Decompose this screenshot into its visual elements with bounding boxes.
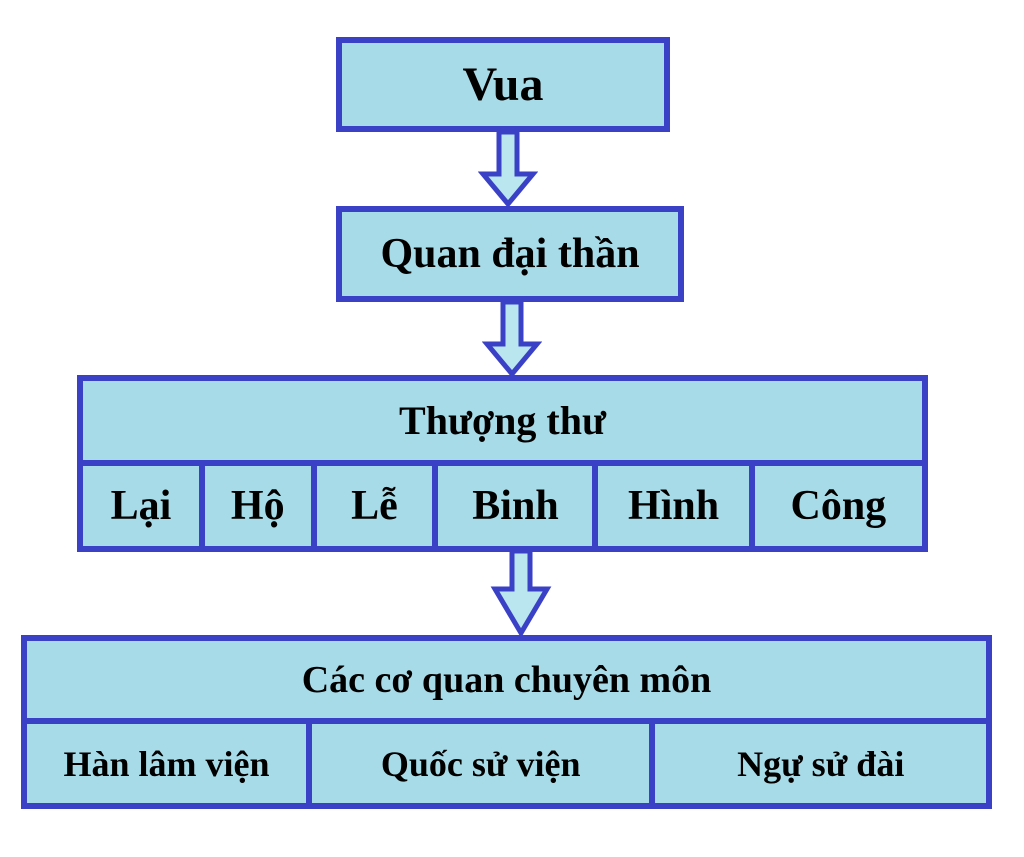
- cell-lai-label: Lại: [110, 483, 172, 529]
- cell-han-lam-vien-label: Hàn lâm viện: [63, 743, 270, 784]
- header-co-quan-chuyen-mon-label: Các cơ quan chuyên môn: [301, 658, 712, 701]
- node-quan-dai-than: Quan đại thần: [336, 206, 684, 302]
- cell-ho-label: Hộ: [230, 483, 285, 529]
- table-thuong-thu: Thượng thư Lại Hộ Lễ Binh Hình Công: [77, 375, 928, 552]
- node-vua: Vua: [336, 37, 670, 132]
- cell-binh-label: Binh: [472, 483, 559, 529]
- header-co-quan-chuyen-mon: Các cơ quan chuyên môn: [27, 641, 986, 724]
- table-co-quan-chuyen-mon: Các cơ quan chuyên môn Hàn lâm viện Quốc…: [21, 635, 992, 809]
- node-vua-label: Vua: [462, 58, 544, 111]
- cell-ngu-su-dai-label: Ngự sử đài: [737, 743, 905, 784]
- cell-han-lam-vien: Hàn lâm viện: [27, 724, 312, 803]
- cell-cong-label: Công: [790, 483, 887, 529]
- cell-lai: Lại: [83, 466, 205, 546]
- cell-cong: Công: [755, 466, 922, 546]
- down-arrow-icon: [490, 549, 552, 637]
- down-arrow-icon: [482, 300, 542, 378]
- cell-ngu-su-dai: Ngự sử đài: [655, 724, 986, 803]
- node-quan-dai-than-label: Quan đại thần: [380, 231, 640, 277]
- cell-quoc-su-vien-label: Quốc sử viện: [380, 743, 581, 784]
- agencies-row: Hàn lâm viện Quốc sử viện Ngự sử đài: [27, 724, 986, 803]
- down-arrow-icon: [478, 130, 538, 208]
- cell-quoc-su-vien: Quốc sử viện: [312, 724, 656, 803]
- ministries-row: Lại Hộ Lễ Binh Hình Công: [83, 466, 922, 546]
- cell-le: Lễ: [317, 466, 439, 546]
- cell-ho: Hộ: [205, 466, 317, 546]
- cell-hinh-label: Hình: [628, 483, 720, 529]
- header-thuong-thu-label: Thượng thư: [399, 398, 606, 443]
- header-thuong-thu: Thượng thư: [83, 381, 922, 466]
- cell-binh: Binh: [438, 466, 599, 546]
- cell-hinh: Hình: [598, 466, 755, 546]
- cell-le-label: Lễ: [351, 483, 398, 529]
